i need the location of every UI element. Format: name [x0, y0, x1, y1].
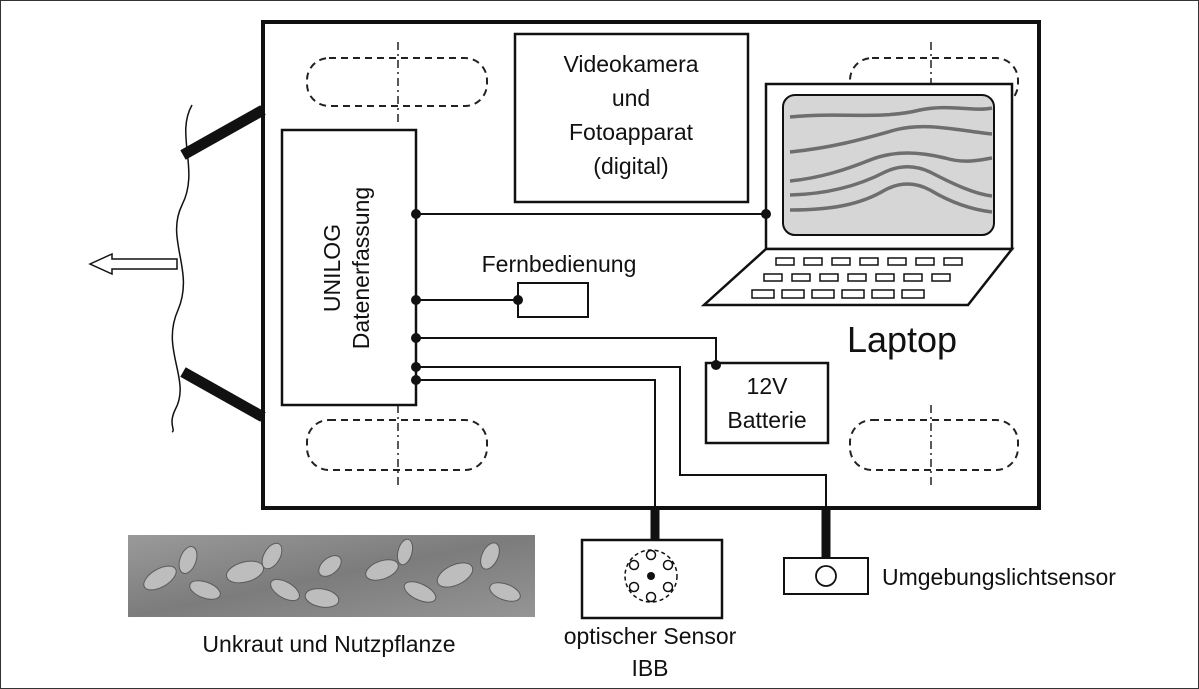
optical-sensor-label-line1: optischer Sensor [564, 623, 737, 649]
battery-label-line1: 12V [747, 373, 789, 399]
wire-to-battery [416, 337, 717, 365]
wheel-rear-right [849, 405, 1019, 488]
ambient-light-sensor: Umgebungslichtsensor [783, 508, 1116, 595]
battery-label-line2: Batterie [727, 407, 806, 433]
camera-label-line2: und [612, 85, 650, 111]
laptop-screen [782, 94, 995, 236]
plants-label: Unkraut und Nutzpflanze [202, 631, 455, 657]
camera-label-line1: Videokamera [563, 51, 698, 77]
camera-box: Videokamera und Fotoapparat (digital) [513, 32, 750, 204]
laptop-label: Laptop [847, 319, 957, 360]
optical-sensor: optischer Sensor IBB [564, 508, 737, 681]
wheel-front-left [306, 42, 488, 122]
ambient-sensor-label: Umgebungslichtsensor [882, 564, 1116, 590]
laptop-keys [751, 257, 963, 299]
unilog-datalogger: UNILOG Datenerfassung [280, 128, 418, 407]
plants-photo: Unkraut und Nutzpflanze [128, 535, 535, 657]
optical-sensor-label-line2: IBB [631, 655, 668, 681]
direction-arrow [88, 252, 178, 276]
datalogger-label-line2: Datenerfassung [348, 187, 374, 349]
hitch-bar-upper [180, 105, 266, 160]
wire-to-ambient-sensor [416, 366, 827, 508]
laptop: Laptop [700, 82, 1015, 360]
wheel-rear-left [306, 405, 488, 488]
wire-junctions [411, 209, 771, 385]
remote-control: Fernbedienung [482, 251, 637, 318]
battery-box: 12V Batterie [704, 361, 830, 445]
datalogger-label-line1: UNILOG [319, 224, 345, 312]
camera-label-line4: (digital) [593, 153, 668, 179]
screen-traces [789, 105, 993, 214]
remote-label: Fernbedienung [482, 251, 637, 277]
wire-to-optical-sensor [416, 379, 656, 508]
camera-label-line3: Fotoapparat [569, 119, 694, 145]
hitch-bar-lower [180, 367, 266, 422]
hitch-wavy-edge [171, 104, 193, 433]
wiring [416, 213, 827, 508]
